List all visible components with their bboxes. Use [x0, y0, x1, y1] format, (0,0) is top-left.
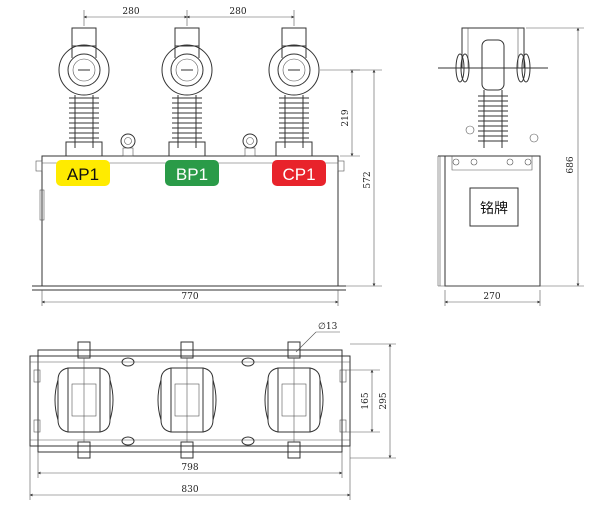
phase-tag-b-label: BP1: [176, 165, 208, 184]
bushing-phase-c: [268, 27, 320, 157]
phase-tag-a-bg: [56, 160, 110, 186]
dim-295: 295: [379, 392, 389, 409]
phase-tag-c-bg: [272, 160, 326, 186]
top-view: ∅13 165 295 798 830: [29, 322, 396, 500]
top-phase-b: [157, 341, 217, 459]
top-phase-a: [54, 341, 114, 459]
dim-830: 830: [181, 485, 198, 495]
phase-tag-c-label: CP1: [282, 165, 315, 184]
dim-side-height: 686: [566, 156, 576, 173]
dim-front-width: 770: [181, 292, 198, 302]
dim-pitch-1: 280: [122, 7, 139, 17]
top-base-outline: [29, 355, 351, 447]
side-view: 铭牌 270 686: [437, 27, 584, 306]
phase-tag-a-label: AP1: [67, 165, 99, 184]
dim-insulator-height: 219: [341, 109, 351, 126]
bushing-phase-b: [161, 27, 213, 157]
nameplate: [469, 187, 519, 227]
lifting-ring-left: [120, 133, 136, 157]
dim-hole-diameter: ∅13: [318, 322, 338, 332]
mount-bolts: [121, 357, 255, 446]
phase-tag-c: CP1: [272, 160, 326, 186]
side-top-bracket: [461, 27, 525, 69]
lifting-ring-right: [242, 133, 258, 157]
nameplate-label: 铭牌: [480, 200, 508, 217]
side-tank: [444, 155, 541, 287]
dim-798: 798: [181, 463, 198, 473]
dim-pitch-2: 280: [229, 7, 246, 17]
dim-front-height: 572: [363, 171, 373, 188]
front-view: AP1 BP1 CP1 280 280 219 572 770: [32, 7, 382, 306]
dim-side-width: 270: [483, 292, 500, 302]
phase-tag-a: AP1: [56, 160, 110, 186]
phase-tag-b-bg: [165, 160, 219, 186]
dim-165: 165: [361, 392, 371, 409]
bushing-phase-a: [58, 27, 110, 157]
phase-tag-b: BP1: [165, 160, 219, 186]
top-phase-c: [264, 341, 324, 459]
